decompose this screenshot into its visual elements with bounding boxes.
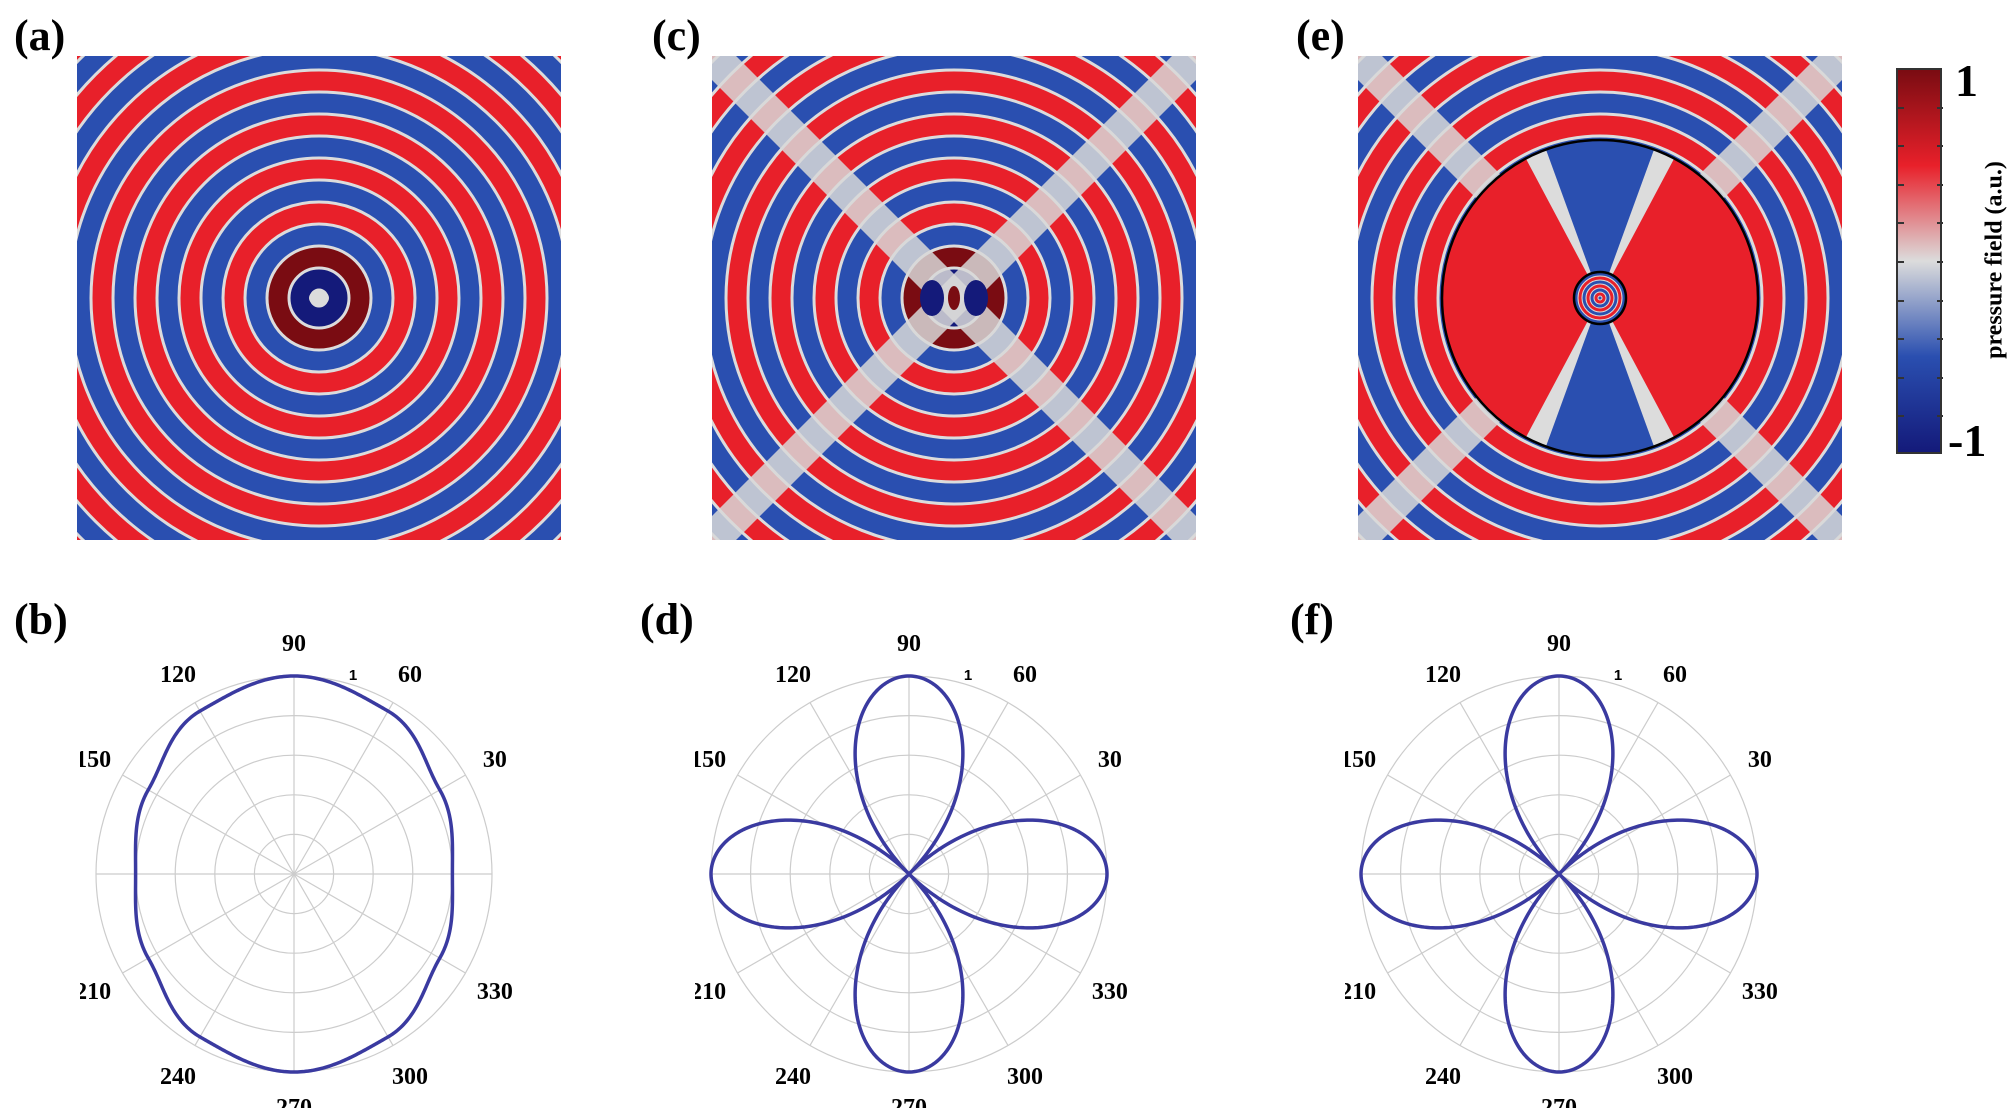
- source-core: [309, 290, 329, 306]
- angle-tick-label: 60: [398, 662, 422, 688]
- pressure-field-map-a: [77, 56, 561, 540]
- angle-tick-label: 240: [1425, 1064, 1461, 1090]
- panel-label-d: (d): [640, 595, 694, 644]
- radial-tick-label: 1: [964, 667, 972, 684]
- colorbar-min-label: -1: [1948, 415, 1987, 466]
- angle-tick-label: 30: [1748, 747, 1772, 773]
- radial-tick-label: 1: [1614, 667, 1622, 684]
- polar-plot-f: 03060901201501802102402703003301: [1345, 631, 1778, 1108]
- colorbar-tick: [1898, 299, 1904, 302]
- source-lobe: [920, 280, 944, 316]
- cloak-inner-source: [1573, 271, 1627, 325]
- colorbar: [1896, 68, 1942, 454]
- angle-tick-label: 300: [392, 1064, 428, 1090]
- angle-tick-label: 270: [891, 1095, 927, 1108]
- pressure-field-map-c: [712, 56, 1196, 540]
- colorbar-tick: [1937, 415, 1943, 418]
- angle-tick-label: 270: [1541, 1095, 1577, 1108]
- angle-tick-label: 30: [1098, 747, 1122, 773]
- panel-label-b: (b): [14, 595, 68, 644]
- angle-tick-label: 120: [775, 662, 811, 688]
- angle-tick-label: 120: [1425, 662, 1461, 688]
- angle-tick-label: 210: [1345, 979, 1376, 1005]
- angle-tick-label: 330: [477, 979, 513, 1005]
- polar-grid-spoke: [194, 873, 295, 1046]
- angle-tick-label: 210: [695, 979, 726, 1005]
- angle-tick-label: 90: [1547, 631, 1571, 657]
- angle-tick-label: 330: [1742, 979, 1778, 1005]
- angle-tick-label: 30: [483, 747, 507, 773]
- angle-tick-label: 300: [1657, 1064, 1693, 1090]
- cloak-inner-boundary: [1572, 270, 1628, 326]
- colorbar-tick: [1898, 222, 1904, 225]
- angle-tick-label: 240: [775, 1064, 811, 1090]
- angle-tick-label: 90: [897, 631, 921, 657]
- polar-grid-spoke: [122, 774, 295, 875]
- colorbar-tick: [1937, 338, 1943, 341]
- angle-tick-label: 330: [1092, 979, 1128, 1005]
- colorbar-tick: [1898, 106, 1904, 109]
- panel-label-e: (e): [1296, 11, 1345, 60]
- polar-grid-spoke: [293, 873, 394, 1046]
- angle-tick-label: 150: [80, 747, 111, 773]
- colorbar-tick: [1898, 183, 1904, 186]
- colorbar-tick: [1937, 183, 1943, 186]
- polar-plot-d: 03060901201501802102402703003301: [695, 631, 1128, 1108]
- directivity-curve: [709, 674, 1109, 1074]
- colorbar-tick: [1898, 376, 1904, 379]
- angle-tick-label: 210: [80, 979, 111, 1005]
- source-lobe: [948, 286, 960, 310]
- colorbar-tick: [1898, 145, 1904, 148]
- directivity-curve: [133, 674, 455, 1074]
- colorbar-tick: [1937, 299, 1943, 302]
- polar-grid-spoke: [293, 702, 394, 875]
- polar-grid-spoke: [194, 702, 295, 875]
- polar-grid: [95, 675, 493, 1073]
- angle-tick-label: 300: [1007, 1064, 1043, 1090]
- colorbar-tick: [1937, 145, 1943, 148]
- colorbar-tick: [1898, 415, 1904, 418]
- angle-tick-label: 60: [1013, 662, 1037, 688]
- colorbar-max-label: 1: [1955, 55, 1978, 106]
- colorbar-tick: [1937, 261, 1943, 263]
- angle-tick-label: 90: [282, 631, 306, 657]
- angle-tick-label: 270: [276, 1095, 312, 1108]
- panel-label-f: (f): [1290, 595, 1334, 644]
- polar-plot-b: 03060901201501802102402703003301: [80, 631, 513, 1108]
- cloak-outer-boundary: [1440, 138, 1760, 458]
- colorbar-title: pressure field (a.u.): [1981, 161, 2007, 359]
- colorbar-tick: [1898, 338, 1904, 341]
- angle-tick-label: 150: [695, 747, 726, 773]
- colorbar-tick: [1937, 222, 1943, 225]
- colorbar-tick: [1937, 376, 1943, 379]
- polar-grid-spoke: [293, 774, 466, 875]
- polar-grid-spoke: [293, 873, 466, 974]
- pressure-field-map-e: [1358, 56, 1842, 540]
- radial-tick-label: 1: [349, 667, 357, 684]
- source-lobe: [964, 280, 988, 316]
- directivity-curve: [1359, 674, 1759, 1074]
- angle-tick-label: 60: [1663, 662, 1687, 688]
- polar-grid-spoke: [122, 873, 295, 974]
- angle-tick-label: 240: [160, 1064, 196, 1090]
- panel-label-c: (c): [652, 11, 701, 60]
- colorbar-tick: [1898, 261, 1904, 263]
- colorbar-tick: [1937, 106, 1943, 109]
- angle-tick-label: 150: [1345, 747, 1376, 773]
- angle-tick-label: 120: [160, 662, 196, 688]
- panel-label-a: (a): [14, 11, 66, 60]
